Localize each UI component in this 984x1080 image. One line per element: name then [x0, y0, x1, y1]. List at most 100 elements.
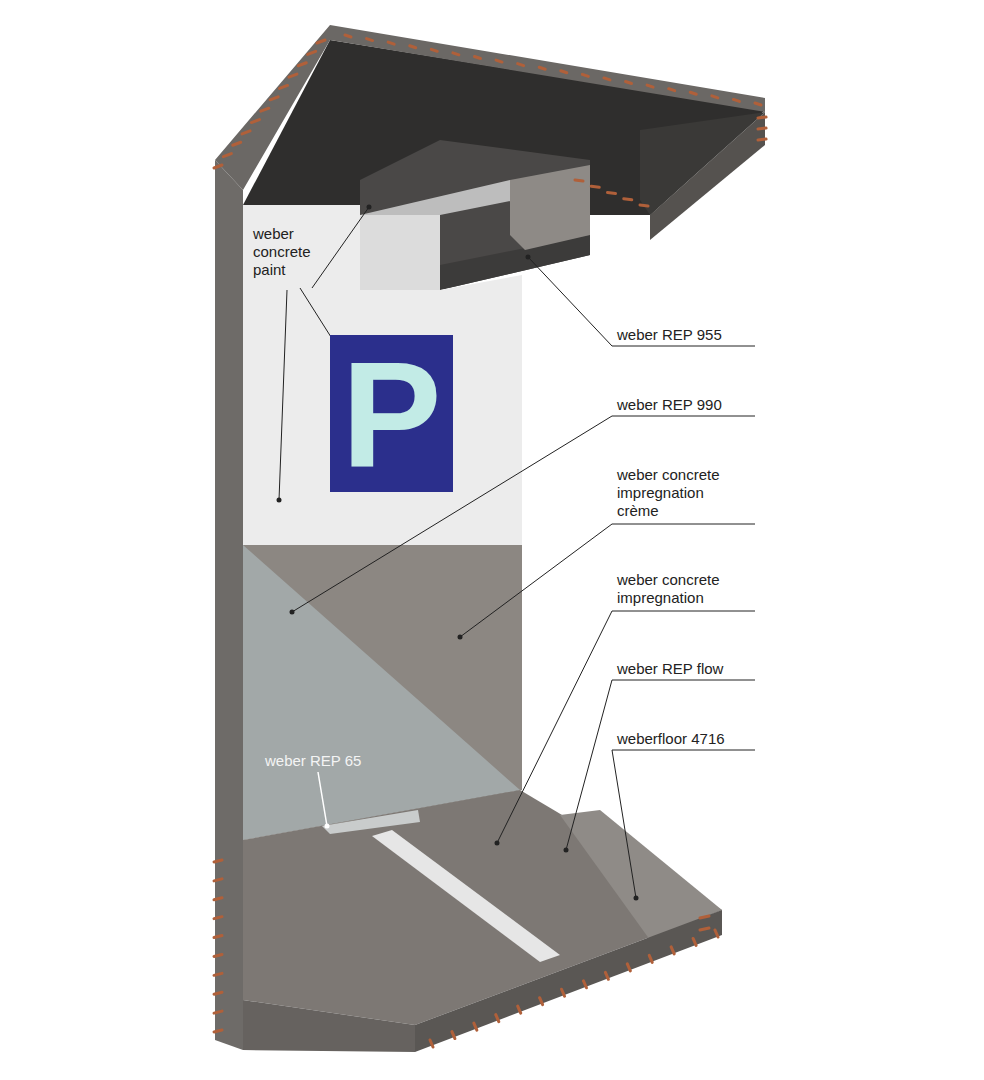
rebar: [693, 938, 696, 945]
rebar: [214, 992, 222, 994]
callout-label: weber REP 65: [265, 752, 395, 770]
beam-side: [360, 140, 590, 290]
rebar: [608, 193, 616, 194]
rebar: [605, 972, 608, 979]
rebar: [251, 120, 259, 123]
rebar: [214, 973, 222, 975]
rebar: [518, 64, 524, 66]
rebar: [214, 860, 222, 862]
leader-line: [279, 290, 287, 500]
rebar: [214, 954, 222, 956]
rebar: [669, 89, 675, 91]
rebar: [733, 99, 739, 101]
rebar: [430, 1040, 433, 1047]
rebar: [640, 205, 648, 206]
leader-dot: [526, 255, 531, 260]
floor-edge: [415, 910, 722, 1052]
callout-text: weber concrete impregnation crème: [617, 466, 742, 520]
callout-text: weber REP 65: [265, 752, 395, 770]
leader-dots: [277, 205, 639, 901]
rebar: [539, 67, 545, 69]
wall-paint: [243, 205, 522, 545]
beam-repair: [510, 165, 590, 250]
callout-text: weberfloor 4716: [617, 730, 757, 748]
rebar: [214, 1030, 222, 1032]
rebar-group: [214, 35, 766, 1047]
rebar: [591, 186, 599, 187]
callout-label: weber concrete paint: [253, 225, 333, 279]
rebar: [474, 56, 480, 58]
callout-label: weberfloor 4716: [617, 730, 757, 748]
leader-dot: [277, 498, 282, 503]
wall-edge: [215, 160, 243, 1050]
slab-recess: [640, 112, 765, 215]
rebar: [518, 1006, 521, 1013]
callout-label: weber REP flow: [617, 660, 757, 678]
callout-text: weber REP 955: [617, 326, 757, 344]
wall-concrete: [243, 545, 522, 840]
rebar: [298, 63, 306, 66]
beam-face: [360, 215, 440, 290]
rebar: [649, 955, 652, 962]
rebar: [561, 71, 567, 73]
rebar: [562, 989, 565, 996]
rebar: [758, 117, 766, 118]
leader-line: [318, 772, 327, 826]
sign-letter: P: [341, 339, 441, 489]
rebar: [345, 35, 351, 37]
rebar: [755, 103, 761, 105]
rebar: [474, 1023, 477, 1030]
parking-sign: P: [330, 335, 453, 492]
rebar: [233, 142, 241, 145]
rebar: [604, 78, 610, 80]
rebar: [647, 85, 653, 87]
callout-label: weber REP 990: [617, 396, 757, 414]
rebar: [712, 96, 718, 98]
leader-line: [312, 207, 369, 288]
leader-dot: [290, 610, 295, 615]
rebar: [410, 46, 416, 48]
rebar: [496, 1015, 499, 1022]
leader-line: [566, 680, 755, 850]
rebar: [700, 928, 709, 930]
rebar: [690, 92, 696, 94]
callout-text: weber concrete impregnation: [617, 571, 742, 607]
rebar: [308, 51, 316, 54]
rebar: [452, 1032, 455, 1039]
leader-line: [612, 750, 755, 898]
rebar: [671, 947, 674, 954]
rebar: [453, 53, 459, 55]
leader-dot: [325, 824, 330, 829]
floor-top: [243, 790, 722, 1025]
leader-lines: [279, 207, 755, 898]
rebar: [582, 74, 588, 76]
rebar: [214, 165, 222, 168]
rebar: [270, 97, 278, 100]
callout-label: weber concrete impregnation crème: [617, 466, 742, 520]
rebar: [214, 917, 222, 919]
leader-dot: [458, 635, 463, 640]
callout-text: weber REP 990: [617, 396, 757, 414]
callout-text: weber REP flow: [617, 660, 757, 678]
rebar: [758, 139, 766, 140]
rebar: [214, 879, 222, 881]
rebar: [700, 916, 709, 918]
rebar: [715, 930, 718, 937]
rebar: [758, 128, 766, 129]
rebar: [575, 180, 583, 181]
leader-line: [497, 611, 755, 843]
floor-side: [243, 1000, 415, 1052]
wall-coating: [243, 545, 520, 840]
rebar: [496, 60, 502, 62]
rebar: [431, 49, 437, 51]
rebar: [214, 1011, 222, 1013]
callout-label: weber concrete impregnation: [617, 571, 742, 607]
callout-label: weber REP 955: [617, 326, 757, 344]
rebar: [540, 998, 543, 1005]
rebar: [626, 82, 632, 84]
rebar: [388, 42, 394, 44]
cove-strip: [322, 810, 420, 834]
rebar: [214, 936, 222, 938]
